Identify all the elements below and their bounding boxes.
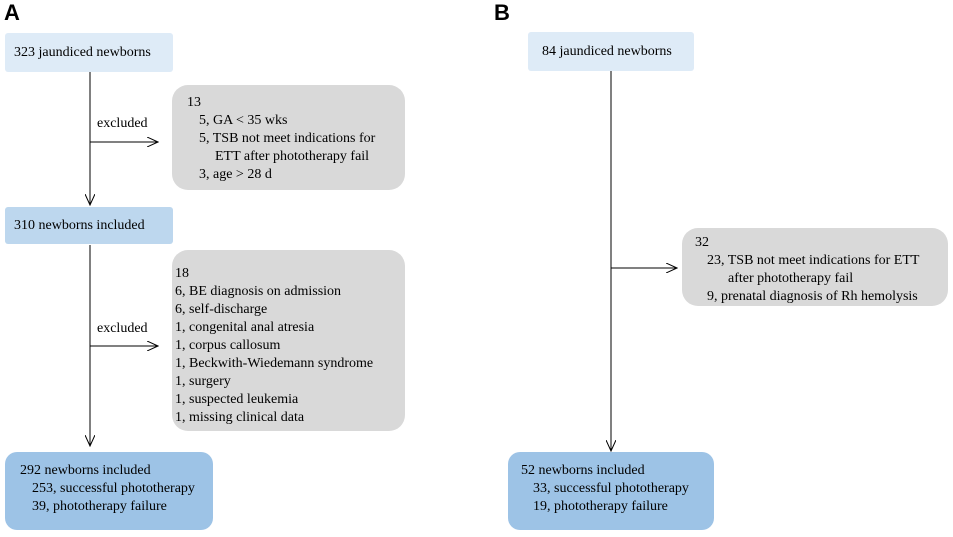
exclusion-a-1-item: ETT after phototherapy fail: [215, 149, 370, 164]
exclusion-a-1-item: 5, GA < 35 wks: [199, 113, 288, 128]
exclusion-b-item: 23, TSB not meet indications for ETT: [707, 253, 920, 268]
start-box-a: 323 jaundiced newborns: [5, 33, 173, 72]
exclusion-a-1-total: 13: [187, 95, 201, 110]
exclusion-a-2-item: 1, congenital anal atresia: [175, 320, 315, 335]
excluded-label-2: excluded: [97, 321, 148, 336]
panel-label-a: A: [4, 0, 20, 25]
exclusion-a-2-item: 1, missing clinical data: [175, 410, 305, 425]
exclusion-a-2-item: 6, BE diagnosis on admission: [175, 284, 342, 299]
panel-label-b: B: [494, 0, 510, 25]
start-box-b: 84 jaundiced newborns: [528, 32, 694, 71]
exclusion-a-1-item: 3, age > 28 d: [199, 167, 272, 182]
exclusion-box-b: 32 23, TSB not meet indications for ETT …: [682, 228, 948, 306]
exclusion-box-a-2: 18 6, BE diagnosis on admission 6, self-…: [172, 250, 405, 431]
exclusion-a-2-total: 18: [175, 266, 189, 281]
exclusion-b-item: after phototherapy fail: [728, 271, 854, 286]
final-box-a-title: 292 newborns included: [20, 463, 151, 478]
start-box-b-text: 84 jaundiced newborns: [542, 44, 672, 59]
exclusion-b-item: 9, prenatal diagnosis of Rh hemolysis: [707, 289, 918, 304]
final-box-a-item: 39, phototherapy failure: [32, 499, 167, 514]
exclusion-a-2-item: 6, self-discharge: [175, 302, 268, 317]
exclusion-a-2-item: 1, suspected leukemia: [175, 392, 299, 407]
exclusion-a-1-item: 5, TSB not meet indications for: [199, 131, 376, 146]
included-box-a: 310 newborns included: [5, 207, 173, 244]
start-box-a-text: 323 jaundiced newborns: [14, 45, 151, 60]
exclusion-a-2-item: 1, corpus callosum: [175, 338, 281, 353]
final-box-b-item: 19, phototherapy failure: [533, 499, 668, 514]
exclusion-box-a-1: 13 5, GA < 35 wks 5, TSB not meet indica…: [172, 85, 405, 190]
exclusion-a-2-item: 1, surgery: [175, 374, 231, 389]
final-box-b-title: 52 newborns included: [521, 463, 645, 478]
final-box-a: 292 newborns included 253, successful ph…: [5, 452, 213, 530]
exclusion-a-2-item: 1, Beckwith-Wiedemann syndrome: [175, 356, 374, 371]
final-box-b: 52 newborns included 33, successful phot…: [508, 452, 714, 530]
final-box-a-item: 253, successful phototherapy: [32, 481, 195, 496]
final-box-b-item: 33, successful phototherapy: [533, 481, 689, 496]
excluded-label-1: excluded: [97, 116, 148, 131]
included-box-a-text: 310 newborns included: [14, 218, 145, 233]
exclusion-b-total: 32: [695, 235, 709, 250]
